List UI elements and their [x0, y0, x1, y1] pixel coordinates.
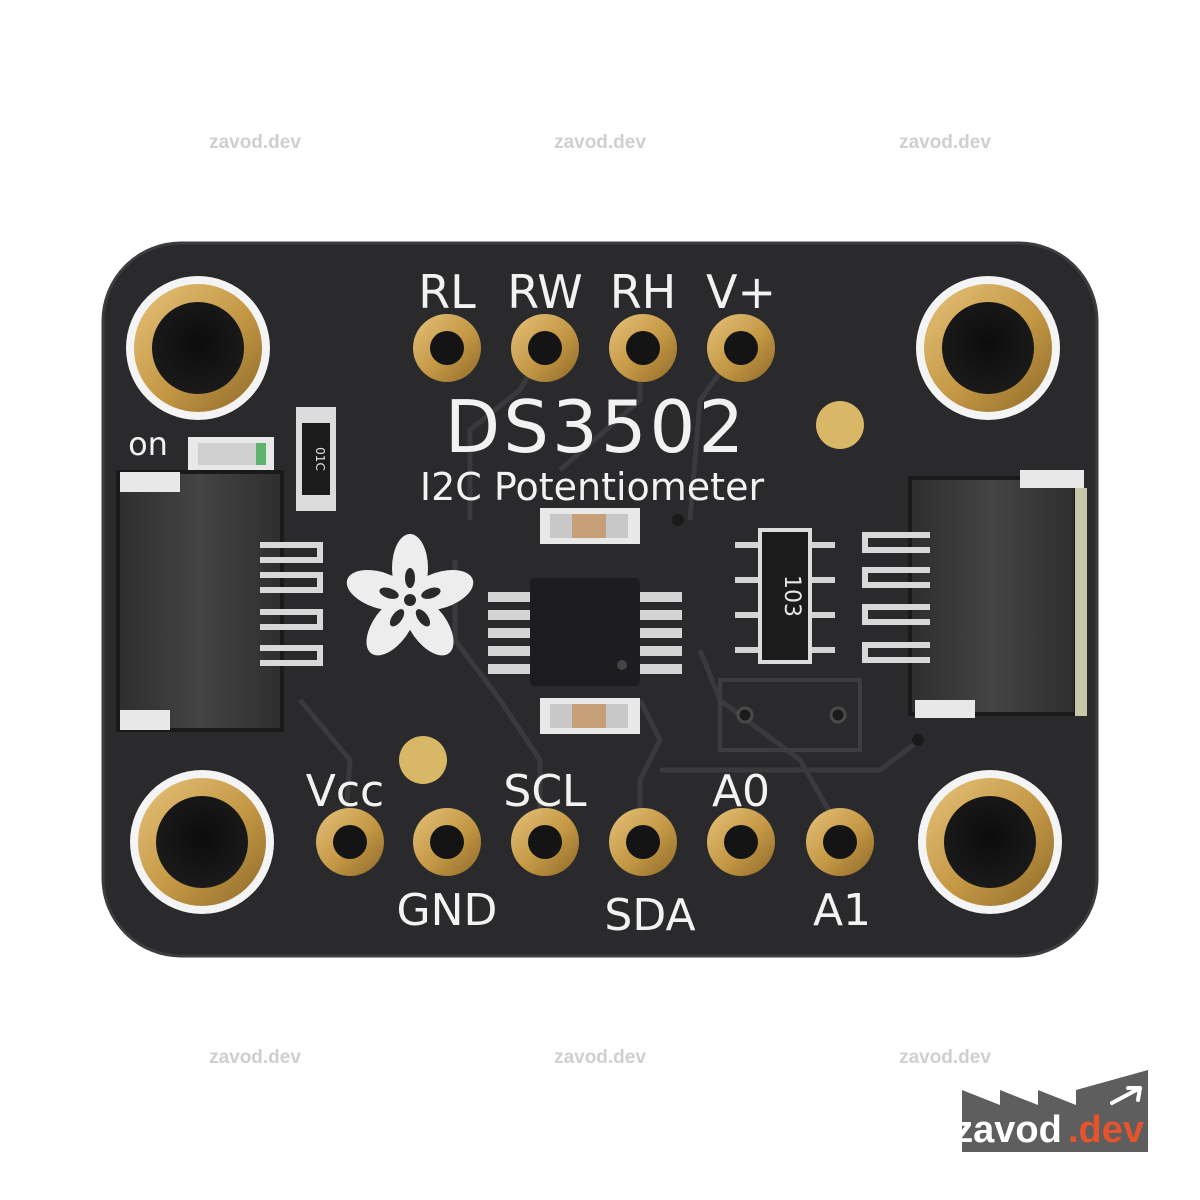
pin-label-rh: RH [610, 265, 677, 319]
pin-pad [413, 314, 481, 382]
pin-pad [511, 314, 579, 382]
brand-logo: zavod .dev [954, 1070, 1148, 1152]
power-led [188, 437, 274, 471]
capacitor-bottom [540, 698, 640, 734]
watermark-text: zavod.dev [554, 132, 646, 153]
pin-pad [609, 314, 677, 382]
fiducial-mark [399, 736, 447, 784]
pin-pad [413, 808, 481, 876]
pin-pad [609, 808, 677, 876]
pin-pad [707, 314, 775, 382]
pin-pad [707, 808, 775, 876]
arrow-icon [1110, 1086, 1142, 1105]
mounting-hole-bottom-left [130, 770, 274, 914]
watermark-text: zavod.dev [554, 1047, 646, 1068]
pin-label-gnd: GND [397, 885, 498, 936]
pin-label-rw: RW [507, 265, 583, 319]
resistor-array: 103 [735, 528, 835, 664]
pin-pad [511, 808, 579, 876]
pin-label-sda: SDA [604, 890, 695, 941]
flower-logo [346, 534, 474, 656]
board-subtitle: I2C Potentiometer [420, 465, 765, 509]
pin-label-rl: RL [418, 265, 476, 319]
mounting-hole-top-right [916, 276, 1060, 420]
pin-label-scl: SCL [503, 766, 587, 817]
pin-pad [806, 808, 874, 876]
watermark-text: zavod.dev [209, 132, 301, 153]
connector-right [862, 470, 1087, 718]
watermark-text: zavod.dev [209, 1047, 301, 1068]
led-label: on [128, 425, 168, 463]
pin-label-vcc: Vcc [306, 766, 384, 817]
top-header-pins [413, 314, 775, 382]
bottom-header-pins [316, 808, 874, 876]
capacitor-top [540, 508, 640, 544]
smd-resistor: 01C [296, 407, 336, 511]
resistor-array-marking: 103 [779, 575, 804, 617]
mounting-hole-top-left [126, 276, 270, 420]
fiducial-mark [816, 401, 864, 449]
board-title: DS3502 [445, 385, 747, 469]
resistor-marking: 01C [313, 447, 327, 471]
pin-label-vplus: V+ [706, 265, 776, 319]
ic-chip [488, 578, 682, 686]
watermark-text: zavod.dev [899, 132, 991, 153]
pin-label-a0: A0 [712, 766, 770, 817]
pin-label-a1: A1 [813, 885, 871, 936]
brand-logo-tld: .dev [1068, 1109, 1144, 1151]
brand-logo-name: zavod [954, 1109, 1062, 1151]
address-jumpers [672, 514, 924, 752]
watermark-text: zavod.dev [899, 1047, 991, 1068]
pin-pad [316, 808, 384, 876]
mounting-hole-bottom-right [918, 770, 1062, 914]
connector-left [116, 470, 323, 732]
